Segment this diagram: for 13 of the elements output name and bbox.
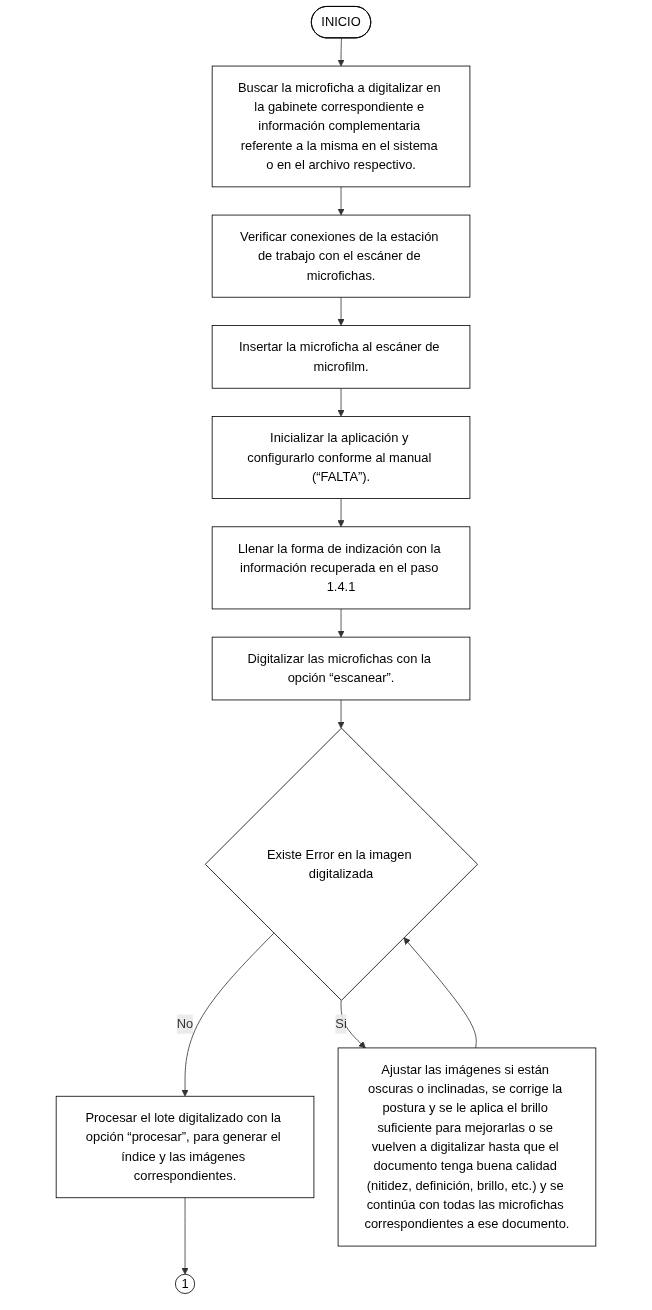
process-box: Inicializar la aplicación y configurarlo conforme al manual (“FALTA”). [211,416,471,499]
edge-label: No [176,1014,194,1034]
edge-label: Si [335,1014,347,1034]
start-terminal: INICIO [311,6,372,39]
process-box: Digitalizar las microfichas con la opción “escanear”. [211,636,471,701]
decision-diamond: Existe Error en la imagen digitalizada [204,727,478,1001]
process-box: Procesar el lote digitalizado con la opción “procesar”, para generar el índice y las imágenes correspondientes. [55,1095,315,1199]
process-box: Llenar la forma de indización con la información recuperada en el paso 1.4.1 [211,526,471,610]
process-box: Buscar la microficha a digitalizar en la gabinete correspondiente e información complementaria referente a la misma en el sistema o en el archivo respectivo. [211,65,471,188]
connector-circle: 1 [175,1273,196,1294]
process-box: Ajustar las imágenes si están oscuras o inclinadas, se corrige la postura y se le aplica el brillo suficiente para mejorarlas o se vuelven a digitalizar hasta que el documento tenga buena calidad (nitidez, definición, brillo, etc.) y se continúa con todas las microfichas correspondientes a ese documento. [337,1047,597,1247]
process-box: Verificar conexiones de la estación de trabajo con el escáner de microfichas. [211,214,471,298]
process-box: Insertar la microficha al escáner de microfilm. [211,325,471,389]
